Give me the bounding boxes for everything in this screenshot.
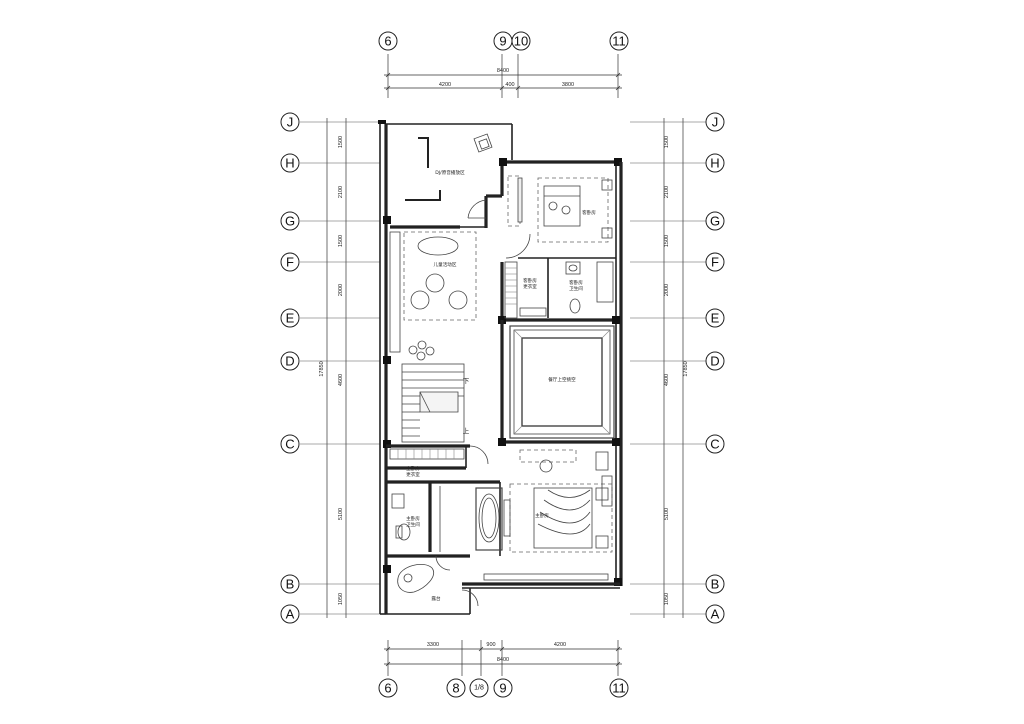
building-walls bbox=[378, 120, 623, 615]
axis-right-B: B bbox=[711, 577, 720, 592]
axis-bottom-9: 9 bbox=[499, 681, 506, 696]
bottom-total-dim: 8400 bbox=[497, 657, 509, 663]
stair-label-down: 下 bbox=[463, 377, 470, 385]
right-dim-4: 2000 bbox=[664, 284, 670, 296]
kids-area: 儿童活动区 bbox=[389, 231, 477, 361]
axis-right-J: J bbox=[712, 115, 719, 130]
left-dimensions: 1500 2100 1500 2000 4600 5100 1050 17850 bbox=[300, 118, 380, 618]
right-dim-2: 2100 bbox=[664, 186, 670, 198]
right-dim-3: 1500 bbox=[664, 235, 670, 247]
guest-closet-bath: 客卧房更衣室 客卧房卫生间 bbox=[504, 261, 614, 319]
right-dim-5: 4600 bbox=[664, 374, 670, 386]
axis-top-11: 11 bbox=[612, 34, 626, 49]
top-dim-3: 3800 bbox=[562, 82, 574, 88]
guest-bedroom: 客卧房 bbox=[507, 175, 613, 243]
axis-right-E: E bbox=[711, 311, 720, 326]
dj-area: DJ/原音播放区 bbox=[405, 133, 493, 201]
room-master-closet: 主卧房更衣室 bbox=[406, 465, 420, 478]
room-dj-area: DJ/原音播放区 bbox=[435, 169, 465, 176]
axis-left-J: J bbox=[287, 115, 294, 130]
master-closet: 主卧房更衣室 bbox=[389, 448, 465, 478]
master-bedroom: 主卧房 bbox=[483, 449, 613, 581]
room-terrace: 露台 bbox=[431, 595, 441, 602]
axis-left-H: H bbox=[285, 156, 294, 171]
right-dim-7: 1050 bbox=[664, 593, 670, 605]
left-dim-5: 4600 bbox=[338, 374, 344, 386]
axis-left-C: C bbox=[285, 437, 294, 452]
master-bath: 主卧房卫生间 bbox=[391, 486, 503, 552]
axis-top-6: 6 bbox=[384, 34, 391, 49]
right-axis-bubbles: J H G F E D C B A bbox=[705, 112, 725, 624]
axis-right-G: G bbox=[710, 214, 720, 229]
axis-left-D: D bbox=[285, 354, 294, 369]
axis-bottom-11: 11 bbox=[612, 681, 626, 696]
axis-right-A: A bbox=[711, 607, 720, 622]
room-master-bedroom: 主卧房 bbox=[535, 512, 549, 519]
stair-label-up: 上 bbox=[463, 426, 470, 435]
axis-left-A: A bbox=[286, 607, 295, 622]
left-dim-4: 2000 bbox=[338, 284, 344, 296]
right-dim-6: 5100 bbox=[664, 508, 670, 520]
left-dim-1: 1500 bbox=[338, 136, 344, 148]
top-dimensions: 8400 4200 400 3800 bbox=[384, 54, 622, 98]
room-dining-void: 餐厅上空挑空 bbox=[548, 376, 576, 383]
bottom-dimensions: 3300 900 4200 8400 bbox=[384, 640, 622, 676]
bottom-dim-2: 900 bbox=[486, 642, 495, 648]
axis-top-10: 10 bbox=[514, 34, 528, 49]
staircase: 下 上 bbox=[401, 363, 470, 443]
terrace: 露台 bbox=[397, 564, 441, 602]
axis-left-F: F bbox=[286, 255, 294, 270]
top-dim-1: 4200 bbox=[439, 82, 451, 88]
axis-bottom-8: 8 bbox=[452, 681, 459, 696]
axis-right-D: D bbox=[710, 354, 719, 369]
bottom-axis-bubbles: 6 8 1/8 9 11 bbox=[378, 678, 629, 698]
axis-right-F: F bbox=[711, 255, 719, 270]
axis-top-9: 9 bbox=[499, 34, 506, 49]
left-dim-2: 2100 bbox=[338, 186, 344, 198]
right-dim-1: 1500 bbox=[664, 136, 670, 148]
room-guest-closet: 客卧房更衣室 bbox=[523, 277, 537, 290]
bottom-dim-3: 4200 bbox=[554, 642, 566, 648]
top-total-dim: 8400 bbox=[497, 68, 509, 74]
axis-right-C: C bbox=[710, 437, 719, 452]
top-dim-2: 400 bbox=[505, 82, 514, 88]
axis-left-G: G bbox=[285, 214, 295, 229]
top-axis-bubbles: 6 9 10 11 bbox=[378, 31, 629, 51]
axis-right-H: H bbox=[710, 156, 719, 171]
dining-void: 餐厅上空挑空 bbox=[509, 325, 615, 439]
axis-bottom-1-8: 1/8 bbox=[474, 685, 484, 692]
room-master-bath: 主卧房卫生间 bbox=[406, 515, 420, 528]
axis-left-E: E bbox=[286, 311, 295, 326]
left-dim-3: 1500 bbox=[338, 235, 344, 247]
axis-bottom-6: 6 bbox=[384, 681, 391, 696]
left-dim-6: 5100 bbox=[338, 508, 344, 520]
room-kids-area: 儿童活动区 bbox=[434, 261, 457, 268]
right-total-dim: 17850 bbox=[683, 361, 689, 376]
right-dimensions: 1500 2100 1500 2000 4600 5100 1050 17850 bbox=[630, 118, 706, 618]
room-guest-bath: 客卧房卫生间 bbox=[569, 279, 583, 292]
axis-left-B: B bbox=[286, 577, 295, 592]
bottom-dim-1: 3300 bbox=[427, 642, 439, 648]
left-axis-bubbles: J H G F E D C B A bbox=[280, 112, 300, 624]
room-guest-bedroom: 客卧房 bbox=[582, 209, 596, 216]
left-total-dim: 17850 bbox=[319, 361, 325, 376]
left-dim-7: 1050 bbox=[338, 593, 344, 605]
